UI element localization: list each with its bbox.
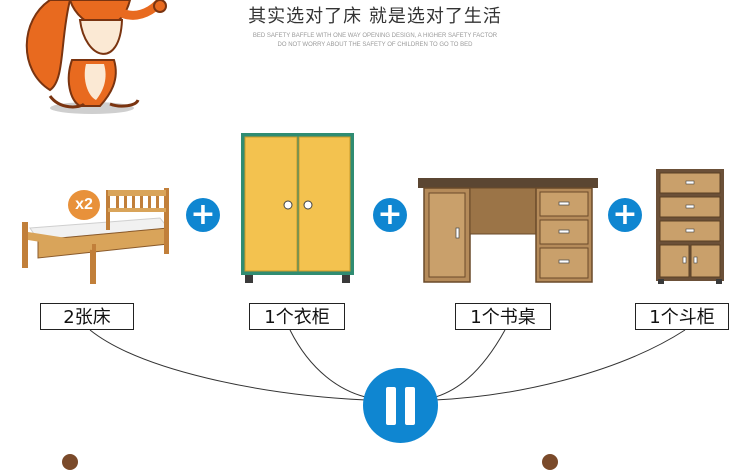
- item-label-chest: 1个斗柜: [635, 303, 729, 330]
- plus-icon: +: [608, 198, 642, 232]
- equals-icon: [363, 368, 438, 443]
- decorative-knob-icon: [542, 454, 558, 470]
- subline-line-2: DO NOT WORRY ABOUT THE SAFETY OF CHILDRE…: [277, 42, 473, 48]
- decorative-knob-icon: [62, 454, 78, 470]
- subline: BED SAFETY BAFFLE WITH ONE WAY OPENING D…: [230, 32, 520, 50]
- quantity-badge: x2: [68, 190, 100, 220]
- squirrel-mascot-icon: [25, 0, 167, 114]
- chest-of-drawers-icon: [656, 169, 724, 284]
- desk-icon: [418, 178, 598, 283]
- wardrobe-icon: [241, 133, 354, 283]
- item-label-beds: 2张床: [40, 303, 134, 330]
- bed-icon: [22, 188, 169, 284]
- item-label-desk: 1个书桌: [455, 303, 551, 330]
- headline: 其实选对了床 就是选对了生活: [248, 6, 502, 27]
- plus-icon: +: [373, 198, 407, 232]
- item-label-wardrobe: 1个衣柜: [249, 303, 345, 330]
- subline-line-1: BED SAFETY BAFFLE WITH ONE WAY OPENING D…: [252, 33, 498, 39]
- plus-icon: +: [186, 198, 220, 232]
